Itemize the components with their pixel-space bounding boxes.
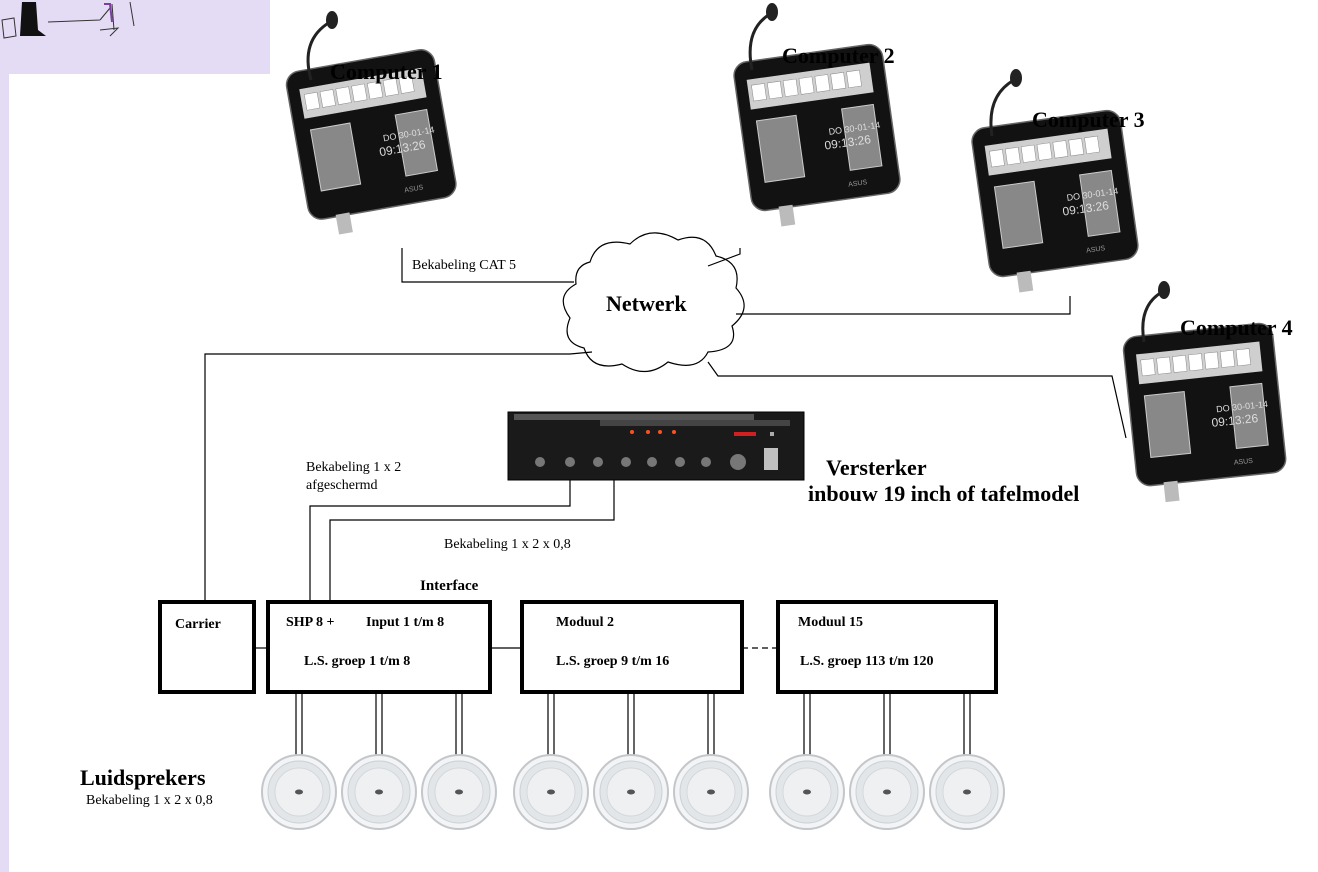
header-sketch-image [1,1,135,39]
module-2-group-label: L.S. groep 9 t/m 16 [556,654,670,669]
computer-4-tablet-icon: DO 30-01-14 09:13:26 ASUS [1121,321,1290,506]
computer-3-tablet-icon: DO 30-01-14 09:13:26 ASUS [969,108,1143,297]
shp8-title: SHP 8 + [286,615,335,630]
module-15-title: Moduul 15 [798,615,863,630]
computer-2-microphone-icon [748,12,771,71]
computer-2-tablet-icon: DO 30-01-14 09:13:26 ASUS [731,42,905,231]
computer-3-microphone-icon [989,78,1015,137]
speaker-1-icon [261,754,337,830]
cable-speakers-label: Bekabeling 1 x 2 x 0,8 [86,793,213,808]
network-cloud-icon [562,232,745,373]
computer-4-screen-time: 09:13:26 [1211,411,1259,430]
carrier-label: Carrier [175,617,221,632]
computer-3-label: Computer 3 [1032,107,1145,132]
speaker-8-icon [849,754,925,830]
cable-shielded-label-line1: Bekabeling 1 x 2 [306,460,402,475]
speaker-6-icon [673,754,749,830]
module-2-box: Moduul 2 L.S. groep 9 t/m 16 [520,600,744,694]
shp8-interface-box: SHP 8 + Input 1 t/m 8 L.S. groep 1 t/m 8 [266,600,492,694]
cable-amplifier-output-label: Bekabeling 1 x 2 x 0,8 [444,537,571,552]
module-15-box: Moduul 15 L.S. groep 113 t/m 120 [776,600,998,694]
computer-1-microphone-icon [306,20,331,81]
speaker-2-icon [341,754,417,830]
computer-4-microphone-icon [1141,290,1163,343]
network-label: Netwerk [606,291,687,316]
speaker-4-icon [513,754,589,830]
amplifier-subtitle: inbouw 19 inch of tafelmodel [808,481,1080,506]
computer-3-screen-time: 09:13:26 [1062,198,1111,218]
amplifier-title: Versterker [826,455,927,480]
amplifier-rack-icon [507,411,805,481]
cable-cat5-label: Bekabeling CAT 5 [412,258,516,273]
module-15-group-label: L.S. groep 113 t/m 120 [800,654,934,669]
interface-label: Interface [420,578,479,594]
shp8-group-label: L.S. groep 1 t/m 8 [304,654,411,669]
computer-4-brand-logo: ASUS [1234,458,1254,467]
speaker-7-icon [769,754,845,830]
computer-1-brand-logo: ASUS [404,184,424,194]
computer-2-brand-logo: ASUS [848,179,868,189]
computer-1-tablet-icon: DO 30-01-14 09:13:26 ASUS [283,46,462,240]
shp8-input-label: Input 1 t/m 8 [366,615,445,630]
computer-3-brand-logo: ASUS [1086,245,1106,255]
speaker-9-icon [929,754,1005,830]
header-image-box [0,0,270,74]
module-2-title: Moduul 2 [556,615,614,630]
speaker-3-icon [421,754,497,830]
speaker-5-icon [593,754,669,830]
connection-lines [204,248,1127,649]
speakers-label: Luidsprekers [80,765,206,790]
computer-2-screen-time: 09:13:26 [824,132,873,152]
computer-1-label: Computer 1 [330,59,443,84]
computer-4-label: Computer 4 [1180,315,1293,340]
computer-2-label: Computer 2 [782,43,895,68]
sidebar-strip [0,0,9,872]
carrier-module-box: Carrier [158,600,256,694]
cable-shielded-label-line2: afgeschermd [306,478,378,493]
